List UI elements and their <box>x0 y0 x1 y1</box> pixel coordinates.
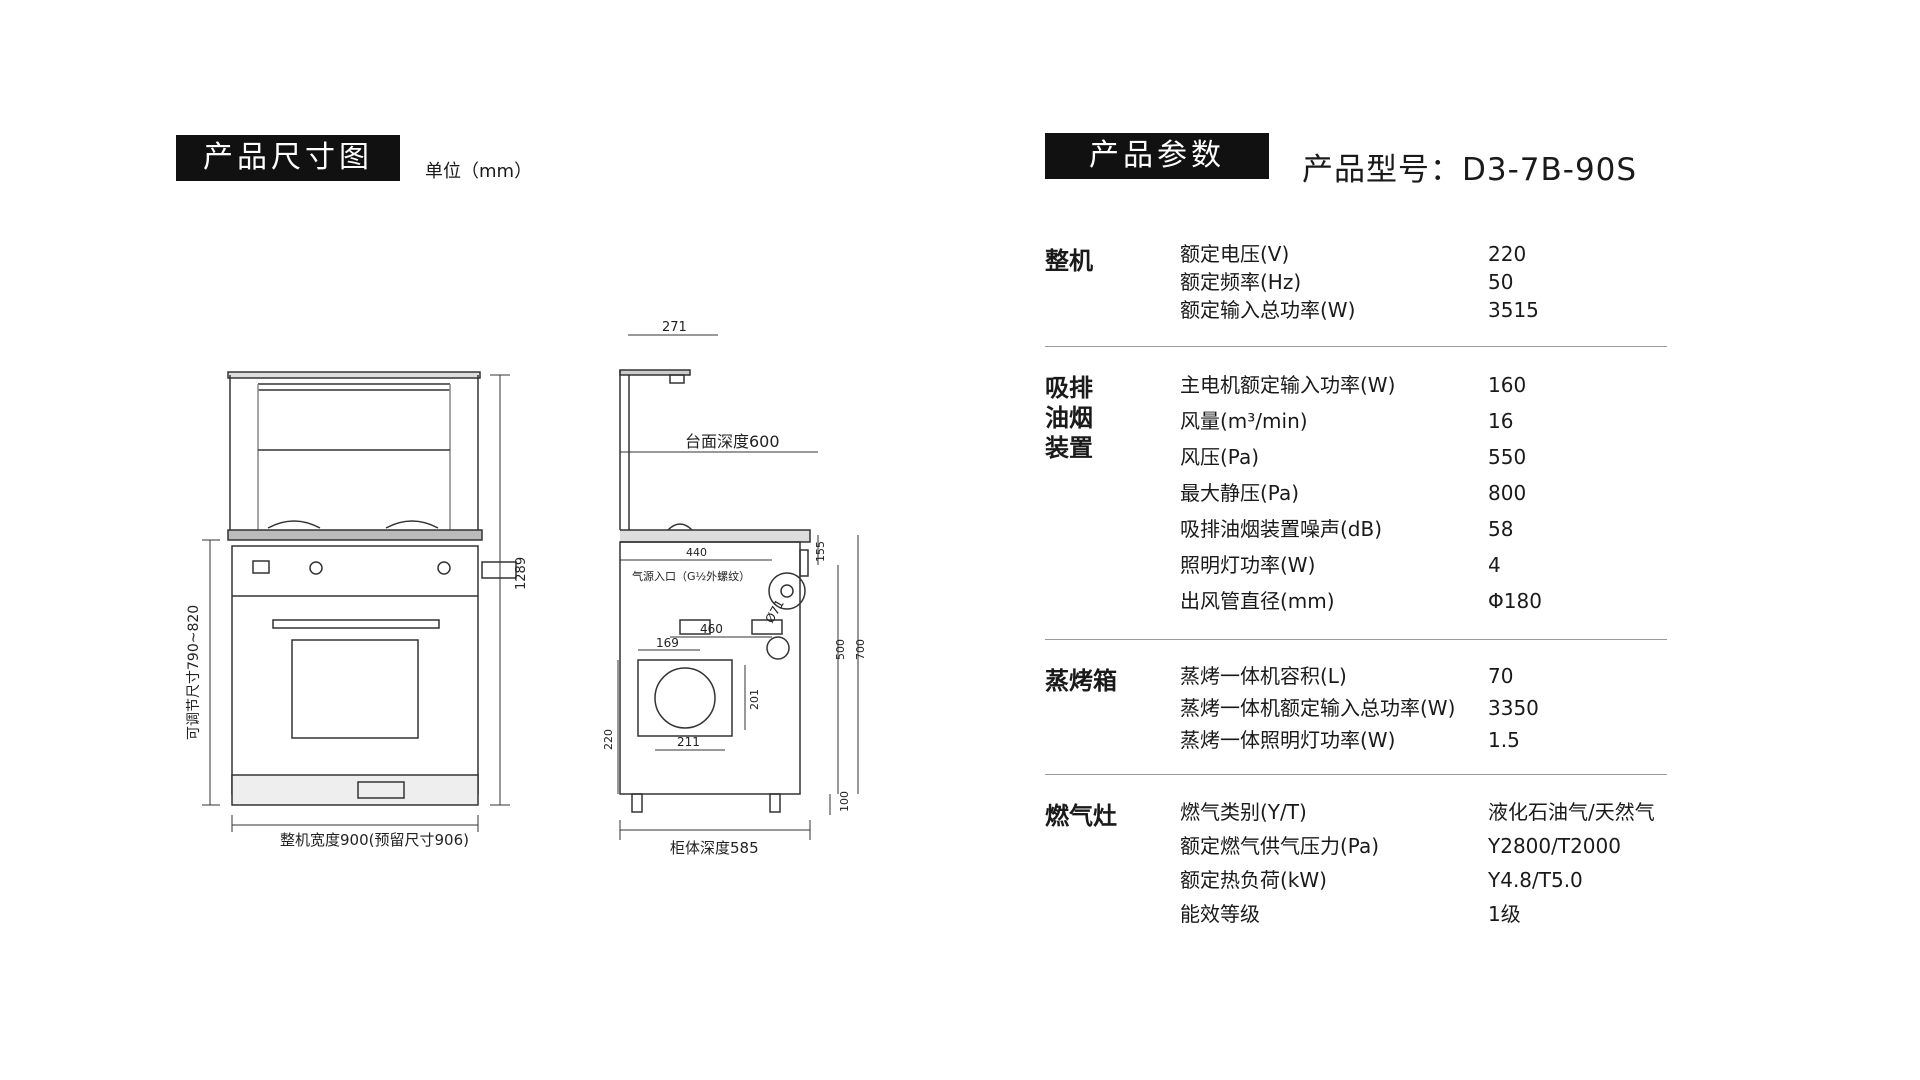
side-d211: 211 <box>677 735 700 749</box>
side-view <box>617 334 859 840</box>
side-d220: 220 <box>602 729 615 750</box>
side-d169: 169 <box>656 636 679 650</box>
param-value: Y4.8/T5.0 <box>1488 868 1583 892</box>
side-d460: 460 <box>700 622 723 636</box>
param-key: 出风管直径(mm) <box>1180 589 1335 613</box>
param-key: 最大静压(Pa) <box>1180 481 1300 505</box>
param-section: 吸排 油烟 装置 主电机额定输入功率(W) 160 风量(m³/min) 16 风压(Pa… <box>1045 347 1667 640</box>
params-table: 整机 额定电压(V) 220 额定频率(Hz) 50 额定输入总功率(W) 3515 吸排 油… <box>1045 230 1667 943</box>
param-row: 燃气类别(Y/T) 液化石油气/天然气 <box>1180 795 1667 829</box>
param-value: 1.5 <box>1488 728 1520 752</box>
param-value: 4 <box>1488 553 1501 577</box>
side-counter-depth: 台面深度600 <box>685 432 780 451</box>
param-key: 风压(Pa) <box>1180 445 1260 469</box>
side-cabinet-depth: 柜体深度585 <box>670 839 759 857</box>
param-key: 蒸烤一体机容积(L) <box>1180 664 1347 688</box>
param-section: 蒸烤箱 蒸烤一体机容积(L) 70 蒸烤一体机额定输入总功率(W) 3350 蒸烤一体照明… <box>1045 640 1667 775</box>
param-key: 额定燃气供气压力(Pa) <box>1180 834 1380 858</box>
param-value: 50 <box>1488 270 1514 294</box>
front-width-label: 整机宽度900(预留尺寸906) <box>280 831 469 849</box>
param-key: 吸排油烟装置噪声(dB) <box>1180 517 1383 541</box>
param-key: 主电机额定输入功率(W) <box>1180 373 1396 397</box>
param-row: 照明灯功率(W) 4 <box>1180 547 1667 583</box>
param-value: 1级 <box>1488 902 1521 926</box>
side-d500: 500 <box>834 639 847 660</box>
param-key: 蒸烤一体照明灯功率(W) <box>1180 728 1396 752</box>
unit-label: 单位（mm） <box>425 161 533 182</box>
param-value: 550 <box>1488 445 1527 469</box>
param-row: 能效等级 1级 <box>1180 897 1667 931</box>
param-value: 3350 <box>1488 696 1539 720</box>
param-key: 额定热负荷(kW) <box>1180 868 1327 892</box>
side-d155: 155 <box>814 541 827 562</box>
param-key: 照明灯功率(W) <box>1180 553 1316 577</box>
param-row: 风量(m³/min) 16 <box>1180 403 1667 439</box>
side-d100: 100 <box>838 791 851 812</box>
param-key: 风量(m³/min) <box>1180 409 1308 433</box>
param-row: 蒸烤一体照明灯功率(W) 1.5 <box>1180 724 1667 756</box>
param-value: 70 <box>1488 664 1514 688</box>
param-row: 主电机额定输入功率(W) 160 <box>1180 367 1667 403</box>
front-height-label: 1289 <box>514 557 529 590</box>
param-key: 蒸烤一体机额定输入总功率(W) <box>1180 696 1456 720</box>
param-row: 蒸烤一体机容积(L) 70 <box>1180 660 1667 692</box>
param-value: Y2800/T2000 <box>1488 834 1621 858</box>
side-d700: 700 <box>854 639 867 660</box>
section-title: 吸排 油烟 装置 <box>1045 374 1093 462</box>
params-title: 产品参数 <box>1045 133 1269 179</box>
param-value: 220 <box>1488 242 1527 266</box>
model-label: 产品型号：D3-7B-90S <box>1302 152 1638 188</box>
front-view <box>202 371 517 832</box>
param-row: 额定电压(V) 220 <box>1180 240 1667 268</box>
section-title: 蒸烤箱 <box>1045 667 1117 695</box>
param-key: 额定输入总功率(W) <box>1180 298 1356 322</box>
param-value: 液化石油气/天然气 <box>1488 800 1655 824</box>
dimensions-title: 产品尺寸图 <box>176 135 400 181</box>
param-row: 风压(Pa) 550 <box>1180 439 1667 475</box>
param-row: 吸排油烟装置噪声(dB) 58 <box>1180 511 1667 547</box>
param-row: 出风管直径(mm) Φ180 <box>1180 583 1667 619</box>
param-row: 额定燃气供气压力(Pa) Y2800/T2000 <box>1180 829 1667 863</box>
side-d71: Ø71 <box>762 597 786 625</box>
param-key: 燃气类别(Y/T) <box>1180 800 1307 824</box>
section-title: 整机 <box>1045 247 1093 275</box>
param-row: 额定热负荷(kW) Y4.8/T5.0 <box>1180 863 1667 897</box>
param-value: 58 <box>1488 517 1514 541</box>
param-value: 3515 <box>1488 298 1539 322</box>
param-key: 额定电压(V) <box>1180 242 1290 266</box>
param-value: 160 <box>1488 373 1527 397</box>
dimension-drawing: 1289 可调节尺寸790~820 整机宽度900(预留尺寸906) 271 台… <box>186 320 867 857</box>
param-value: 800 <box>1488 481 1527 505</box>
param-section: 燃气灶 燃气类别(Y/T) 液化石油气/天然气额定燃气供气压力(Pa) Y2800/T… <box>1045 775 1667 943</box>
param-section: 整机 额定电压(V) 220 额定频率(Hz) 50 额定输入总功率(W) 3515 <box>1045 230 1667 347</box>
param-row: 额定输入总功率(W) 3515 <box>1180 296 1667 324</box>
front-adjust-label: 可调节尺寸790~820 <box>186 605 202 740</box>
side-d201: 201 <box>748 689 761 710</box>
param-value: 16 <box>1488 409 1514 433</box>
param-row: 蒸烤一体机额定输入总功率(W) 3350 <box>1180 692 1667 724</box>
side-d440: 440 <box>686 546 707 559</box>
param-row: 额定频率(Hz) 50 <box>1180 268 1667 296</box>
param-key: 能效等级 <box>1180 902 1260 926</box>
side-gas-inlet: 气源入口（G½外螺纹） <box>632 569 750 583</box>
param-value: Φ180 <box>1488 589 1542 613</box>
param-key: 额定频率(Hz) <box>1180 270 1302 294</box>
param-row: 最大静压(Pa) 800 <box>1180 475 1667 511</box>
section-title: 燃气灶 <box>1045 802 1117 830</box>
side-top-width: 271 <box>662 320 687 335</box>
